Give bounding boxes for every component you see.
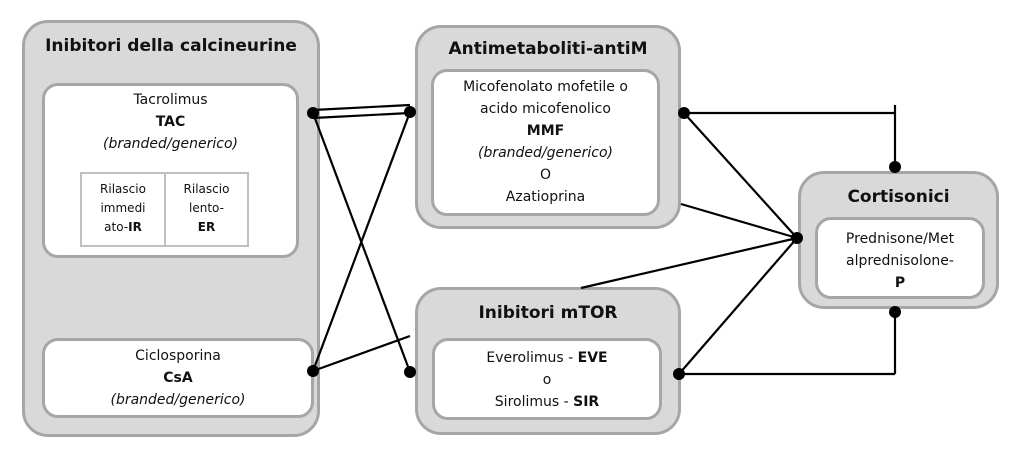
node-dot-aza-right <box>678 107 690 119</box>
connector-mtor-steroid-diagonal <box>580 236 798 290</box>
cyclosporine-abbr: CsA <box>163 370 193 386</box>
node-dot-mtor-left <box>404 366 416 378</box>
node-dot-steroid-bottom <box>889 306 901 318</box>
cyclosporine-note: (branded/generico) <box>110 392 246 408</box>
er-line-1: Rilascio <box>183 182 230 196</box>
connector-aza-box-steroid <box>680 202 798 240</box>
cyclosporine-box: Ciclosporina CsA (branded/generico) <box>42 338 314 418</box>
ir-line-2: immedi <box>100 201 146 215</box>
prednisone-abbr: P <box>894 275 906 291</box>
er-line-2: lento- <box>189 201 224 215</box>
corticosteroids-box: Prednisone/Met alprednisolone- P <box>815 217 985 299</box>
release-slow-box: Rilascio lento- ER <box>164 172 249 247</box>
mmf-note: (branded/generico) <box>477 145 614 161</box>
ir-line-3-text: ato- <box>104 220 129 234</box>
antimetabolites-group-title: Antimetaboliti-antiM <box>448 39 648 59</box>
tacrolimus-name: Tacrolimus <box>133 92 208 108</box>
mtor-or: o <box>542 372 552 388</box>
antimetabolites-box: Micofenolato mofetile o acido micofenoli… <box>431 69 660 216</box>
connector-mtor-steroid-up <box>678 237 798 375</box>
everolimus-abbr: EVE <box>577 350 608 366</box>
sirolimus-abbr: SIR <box>573 394 600 410</box>
sirolimus-label: Sirolimus - SIR <box>435 391 659 413</box>
er-abbr: ER <box>197 220 216 234</box>
ir-line-1: Rilascio <box>100 182 146 196</box>
cyclosporine-name: Ciclosporina <box>135 348 221 364</box>
mmf-or: O <box>539 167 552 183</box>
mtor-box: Everolimus - EVE o Sirolimus - SIR <box>432 338 662 420</box>
mmf-line-2: acido micofenolico <box>480 101 611 117</box>
corticosteroids-group-title: Cortisonici <box>847 187 950 207</box>
connector-aza-steroid-diagonal <box>683 112 798 239</box>
ir-line-3: ato-IR <box>82 218 164 237</box>
everolimus-name: Everolimus - <box>486 350 578 366</box>
prednisone-line-2: alprednisolone- <box>846 253 954 269</box>
release-immediate-box: Rilascio immedi ato-IR <box>80 172 166 247</box>
connector-csa-mtor <box>312 334 411 373</box>
node-dot-steroid-left <box>791 232 803 244</box>
ir-abbr: IR <box>128 220 142 234</box>
node-dot-aza-left <box>404 106 416 118</box>
prednisone-line-1: Prednisone/Met <box>845 231 955 247</box>
mtor-group-title: Inibitori mTOR <box>478 303 618 323</box>
connector-tac-aza-parallel <box>312 111 411 120</box>
tacrolimus-note: (branded/generico) <box>102 136 239 152</box>
calcineurin-group-title: Inibitori della calcineurine <box>45 36 297 56</box>
mmf-line-1: Micofenolato mofetile o <box>463 79 628 95</box>
node-dot-csa <box>307 365 319 377</box>
connector-csa-aza <box>311 111 412 372</box>
node-dot-tac <box>307 107 319 119</box>
mmf-abbr: MMF <box>526 123 565 139</box>
tacrolimus-abbr: TAC <box>155 114 186 130</box>
connector-tac-aza-top <box>312 103 411 112</box>
everolimus-label: Everolimus - EVE <box>435 347 659 369</box>
node-dot-steroid-top <box>889 161 901 173</box>
azathioprine-label: Azatioprina <box>505 189 586 205</box>
node-dot-mtor-right <box>673 368 685 380</box>
sirolimus-name: Sirolimus - <box>494 394 574 410</box>
